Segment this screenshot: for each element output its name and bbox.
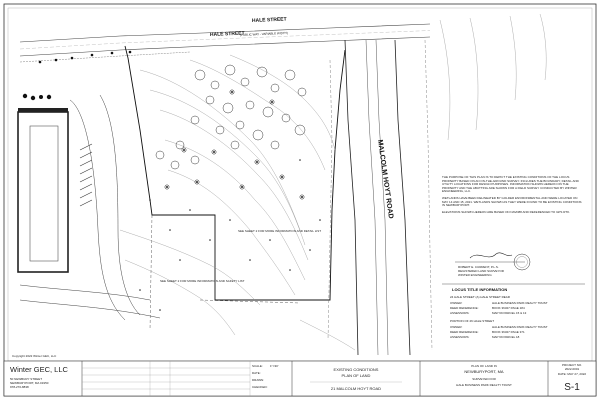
seal-icon: [513, 253, 531, 271]
svg-text:24 HALE STREET (A) HALE STREET: 24 HALE STREET (A) HALE STREET REAR: [450, 295, 511, 299]
notes-elevations: ELEVATIONS SHOWN HEREON ARE BASED ON NAV…: [442, 209, 571, 214]
svg-text:PORTION OF 26 HALE STREET: PORTION OF 26 HALE STREET: [450, 319, 494, 323]
svg-text:50 NEWBURY STREET: 50 NEWBURY STREET: [10, 377, 42, 381]
svg-text:HALE BUSINESS PARK REALTY TRUS: HALE BUSINESS PARK REALTY TRUST: [456, 383, 512, 387]
svg-text:HALE BUSINESS PARK REALTY TRUS: HALE BUSINESS PARK REALTY TRUST: [492, 301, 548, 305]
survey-points: [139, 159, 321, 311]
hale-street-label: HALE STREET: [210, 30, 245, 38]
svg-text:PROJECT NO.: PROJECT NO.: [562, 363, 582, 367]
malcolm-hoyt-road-label: MALCOLM HOYT ROAD: [376, 139, 394, 219]
revision-grid: [82, 361, 251, 396]
plan-address: 21 MALCOLM HOYT ROAD: [331, 386, 381, 391]
svg-text:WINTER ENGINEERING: WINTER ENGINEERING: [458, 273, 492, 277]
parking-stalls: [79, 143, 93, 207]
svg-text:OWNER:: OWNER:: [450, 301, 462, 305]
plan-title-line1: EXISTING CONDITIONS: [334, 367, 379, 372]
svg-text:ASSESSORS:: ASSESSORS:: [450, 335, 470, 339]
svg-text:CHECKED:: CHECKED:: [252, 385, 268, 389]
malcolm-hoyt-road: [327, 39, 433, 356]
svg-text:BOOK 36327 PAGE 184: BOOK 36327 PAGE 184: [492, 306, 525, 310]
hale-street-sublabel: (PUBLIC WAY - VARIABLE WIDTH): [240, 31, 288, 37]
hale-street-label-top: HALE STREET: [252, 16, 287, 24]
svg-text:SEE SHEET 2 FOR MORE INFORMATI: SEE SHEET 2 FOR MORE INFORMATION AND DET…: [238, 229, 321, 233]
svg-text:SEE SHEET 2 FOR MORE INFORMATI: SEE SHEET 2 FOR MORE INFORMATION AND SAF…: [160, 279, 245, 283]
surveyor-stamp: ROBERT E. CURRENT, P.L.S. REGISTERED LAN…: [455, 252, 531, 277]
sheet-number: S-1: [564, 382, 580, 393]
copyright: Copyright 2022 Winter GEC, LLC: [12, 354, 57, 358]
topographic-contours: [119, 54, 336, 336]
boundary-dashed: [149, 214, 301, 331]
hale-street: HALE STREET HALE STREET (PUBLIC WAY - VA…: [19, 16, 431, 63]
driveway: [19, 94, 161, 321]
svg-text:HALE BUSINESS PARK REALTY TRUS: HALE BUSINESS PARK REALTY TRUST: [492, 325, 548, 329]
right-features: [299, 13, 547, 351]
svg-text:DEED REFERENCE:: DEED REFERENCE:: [450, 306, 479, 310]
notes-purpose: THE PURPOSE OF THIS PLAN IS TO DEPICT TH…: [442, 176, 579, 194]
svg-text:DATE: MAY 27, 2022: DATE: MAY 27, 2022: [558, 372, 587, 376]
existing-building: [17, 108, 69, 273]
svg-text:MAP 69 PARCEL 18: MAP 69 PARCEL 18: [492, 335, 520, 339]
site-note: SEE SHEET 2 FOR MORE INFORMATION AND DET…: [238, 229, 321, 233]
svg-text:978-270-8838: 978-270-8838: [10, 385, 29, 389]
notes-block: THE PURPOSE OF THIS PLAN IS TO DEPICT TH…: [442, 176, 582, 214]
svg-text:PLAN OF LAND IN: PLAN OF LAND IN: [471, 364, 497, 368]
tree-cluster: [155, 64, 307, 170]
svg-text:LOCUS TITLE INFORMATION: LOCUS TITLE INFORMATION: [452, 287, 507, 292]
svg-text:NEWBURYPORT, MA: NEWBURYPORT, MA: [464, 369, 504, 374]
property-boundary: [124, 45, 346, 301]
plan-title-line2: PLAN OF LAND: [342, 373, 371, 378]
svg-text:BOOK 36327 PAGE 371: BOOK 36327 PAGE 371: [492, 330, 525, 334]
svg-text:1"=30': 1"=30': [270, 364, 279, 368]
svg-text:2022-0001: 2022-0001: [565, 367, 580, 371]
svg-text:SCALE:: SCALE:: [252, 364, 263, 368]
svg-text:ASSESSORS:: ASSESSORS:: [450, 311, 470, 315]
svg-text:SURVEYED FOR: SURVEYED FOR: [472, 377, 496, 381]
top-tree-row: [22, 50, 132, 101]
tree-symbols: [164, 89, 305, 200]
svg-text:OWNER:: OWNER:: [450, 325, 462, 329]
site-note-2: SEE SHEET 2 FOR MORE INFORMATION AND SAF…: [160, 279, 245, 283]
svg-text:MAP 69 PARCEL 15 & 13: MAP 69 PARCEL 15 & 13: [492, 311, 527, 315]
title-block: Winter GEC, LLC 50 NEWBURY STREET NEWBUR…: [3, 360, 597, 397]
svg-text:NEWBURYPORT, MA 01950: NEWBURYPORT, MA 01950: [10, 381, 49, 385]
svg-text:REGISTERED LAND SURVEYOR: REGISTERED LAND SURVEYOR: [458, 269, 505, 273]
company-name: Winter GEC, LLC: [10, 365, 69, 374]
svg-text:DEED REFERENCE:: DEED REFERENCE:: [450, 330, 479, 334]
locus-title-box: LOCUS TITLE INFORMATION 24 HALE STREET (…: [442, 283, 585, 339]
svg-text:ROBERT E. CURRENT, P.L.S.: ROBERT E. CURRENT, P.L.S.: [458, 265, 499, 269]
svg-text:DATE:: DATE:: [252, 371, 261, 375]
notes-wetlands: WETLANDS HAVE BEEN DELINEATED BY GOLDER …: [442, 195, 582, 208]
svg-text:DRAWN:: DRAWN:: [252, 378, 264, 382]
